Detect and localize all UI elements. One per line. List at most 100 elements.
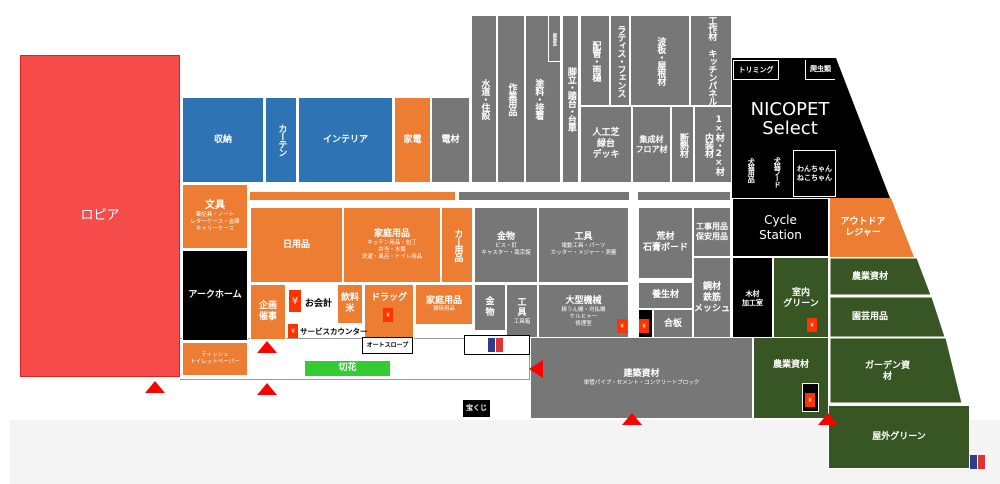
label: 収納 <box>213 134 232 145</box>
service-counter-label[interactable]: サービスカウンター <box>300 327 368 336</box>
zone-pipe[interactable]: 配管・雨樋 <box>580 15 610 106</box>
zone-hardware[interactable]: 金物ビス・釘 キャスター・南京錠 <box>474 207 538 283</box>
zone-woodshop[interactable]: 木材 加工室 <box>732 257 773 340</box>
label: 文具 <box>205 199 225 211</box>
entrance-marker-icon <box>257 341 277 353</box>
zone-garden[interactable]: ガーデン資 材 <box>830 339 945 404</box>
sublabel: 筆記具・ノート レターケース・金庫 キャリーケース <box>190 211 240 233</box>
label: 犬猫用品 <box>747 158 756 182</box>
label: 梱包用品 <box>552 32 558 45</box>
label: インテリア <box>322 134 368 145</box>
zone-insulation[interactable]: 断熱材 <box>671 106 694 183</box>
sublabel: 単管パイプ・セメント・コンクリートブロック <box>583 379 700 386</box>
label: 犬猫フード <box>773 157 782 187</box>
zone-lattice[interactable]: ラティス・フェンス <box>610 15 630 106</box>
zone-lottery[interactable]: 宝くじ <box>462 399 491 418</box>
zone-car[interactable]: カー用品 <box>441 207 473 283</box>
zone-turf[interactable]: 人工芝 緑台 デッキ <box>580 106 632 183</box>
label: 工具 <box>517 297 527 319</box>
zone-household-cleaning[interactable]: 家庭用品掃除用品 <box>415 284 473 325</box>
label: カー用品 <box>452 229 463 261</box>
sublabel: 耕うん機・刈払機 ケルヒャー 修理室 <box>561 306 606 327</box>
zone-trimming[interactable]: トリミング <box>733 60 779 80</box>
zone-rough-lumber[interactable]: 荒材 石膏ボード <box>638 207 693 279</box>
label: トリミング <box>738 65 774 74</box>
zone-interior[interactable]: インテリア <box>298 97 393 183</box>
zone-laminated[interactable]: 集成材 フロア材 <box>632 106 671 183</box>
sublabel: キッチン用品・包丁 弁当・水筒 洗濯・風呂・トイレ用品 <box>361 239 423 260</box>
zone-tools-2[interactable]: 工具工具箱 <box>506 284 538 340</box>
label: 農業資材 <box>851 271 888 282</box>
label: 波板・屋根材 <box>655 36 666 85</box>
zone-storage[interactable]: 収納 <box>182 97 264 183</box>
label: 宝くじ <box>466 404 487 413</box>
zone-gardening[interactable]: 園芸用品 <box>830 297 910 337</box>
zone-flowers[interactable]: 切花 <box>304 360 391 377</box>
zone-drinks-rice[interactable]: 飲料米 <box>337 284 363 324</box>
checkout-label[interactable]: お会計 <box>305 299 333 309</box>
sublabel: ビス・釘 キャスター・南京錠 <box>481 243 531 257</box>
green-area-shape <box>829 257 963 404</box>
zone-pet-food[interactable]: 犬猫フード <box>770 150 784 194</box>
zone-tissue[interactable]: ティッシュ トイレットペーパー <box>182 342 248 376</box>
register-icon: ¥ <box>805 393 815 407</box>
zone-packing[interactable]: 梱包用品 <box>548 15 561 62</box>
label: 養生材 <box>651 290 679 301</box>
zone-reptile[interactable]: 爬虫類 <box>805 60 835 80</box>
restroom-icon[interactable] <box>488 338 503 352</box>
zone-machinery[interactable]: 大型機械耕うん機・刈払機 ケルヒャー 修理室 <box>538 284 629 340</box>
zone-arkhome[interactable]: アークホーム <box>182 250 248 341</box>
sublabel: 電動工具・パーツ カッター・メジャー・測量 <box>550 243 617 257</box>
zone-wan-neko[interactable]: わんちゃん ねこちゃん <box>793 150 836 197</box>
zone-water[interactable]: 水道・住設 <box>471 15 497 183</box>
zone-hardware-2[interactable]: 金物 <box>474 284 506 331</box>
zone-lumber[interactable]: 1×材・2×材 内装材 <box>694 106 732 183</box>
sublabel: 掃除用品 <box>432 306 455 313</box>
zone-daily[interactable]: 日用品 <box>250 207 343 283</box>
zone-pet-goods[interactable]: 犬猫用品 <box>744 150 758 190</box>
aisle <box>180 338 530 380</box>
zone-cycle-station[interactable]: Cycle Station <box>732 198 829 257</box>
zone-corrugated[interactable]: 波板・屋根材 <box>630 15 690 106</box>
label: 大型機械 <box>565 295 602 306</box>
label: 電材 <box>441 134 460 145</box>
zone-building[interactable]: 建築資材単管パイプ・セメント・コンクリートブロック <box>530 337 753 419</box>
shelf-strip <box>250 192 455 200</box>
zone-work[interactable]: 作業用品 <box>497 15 525 183</box>
label: アークホーム <box>188 290 242 301</box>
zone-electric[interactable]: 電材 <box>431 97 470 183</box>
zone-construction-goods[interactable]: 工事用品 保安用品 <box>693 207 731 257</box>
zone-household[interactable]: 家庭用品キッチン用品・包丁 弁当・水筒 洗濯・風呂・トイレ用品 <box>343 207 441 283</box>
zone-craft[interactable]: 工作材 キッチンパネル <box>690 15 732 106</box>
zone-steel[interactable]: 鋼材 鉄筋 メッシュ <box>693 257 731 340</box>
label: 工作材 キッチンパネル <box>706 16 717 105</box>
auto-slope[interactable]: オートスロープ <box>362 337 413 354</box>
label: 脚立・踏台・台車 <box>565 67 576 131</box>
checkout-yen-icon: ¥ <box>289 290 301 312</box>
zone-indoor-green[interactable]: 室内 グリーン <box>773 257 829 340</box>
zone-stationery[interactable]: 文具筆記具・ノート レターケース・金庫 キャリーケース <box>182 184 248 249</box>
lopia-zone[interactable]: ロピア <box>20 55 180 377</box>
zone-curtain[interactable]: カーテン <box>265 97 297 183</box>
zone-agri-1[interactable]: 農業資材 <box>830 258 910 296</box>
zone-tools[interactable]: 工具電動工具・パーツ カッター・メジャー・測量 <box>538 207 629 283</box>
label: 家庭用品 <box>425 295 462 306</box>
service-register-icon: ¥ <box>288 324 298 338</box>
label: 配管・雨樋 <box>590 40 601 81</box>
zone-curing[interactable]: 養生材 <box>638 282 693 309</box>
entrance-marker-icon <box>257 383 277 395</box>
zone-ladder[interactable]: 脚立・踏台・台車 <box>562 15 579 183</box>
zone-outdoor[interactable]: アウトドア レジャー <box>830 198 896 257</box>
label: 日用品 <box>282 239 310 250</box>
entrance-marker-icon <box>818 413 838 425</box>
label: 鋼材 鉄筋 メッシュ <box>694 282 731 314</box>
zone-plywood[interactable]: 合板 <box>653 309 693 340</box>
restroom-icon[interactable] <box>970 455 985 469</box>
label: 工具 <box>574 232 593 243</box>
zone-nicopet[interactable]: NICOPET Select <box>740 95 840 145</box>
label: 農業資材 <box>772 360 809 370</box>
label: 室内 グリーン <box>783 287 819 309</box>
zone-appliances[interactable]: 家電 <box>394 97 431 183</box>
zone-outdoor-green[interactable]: 屋外グリーン <box>828 405 970 469</box>
zone-event[interactable]: 企画催事 <box>250 284 286 340</box>
